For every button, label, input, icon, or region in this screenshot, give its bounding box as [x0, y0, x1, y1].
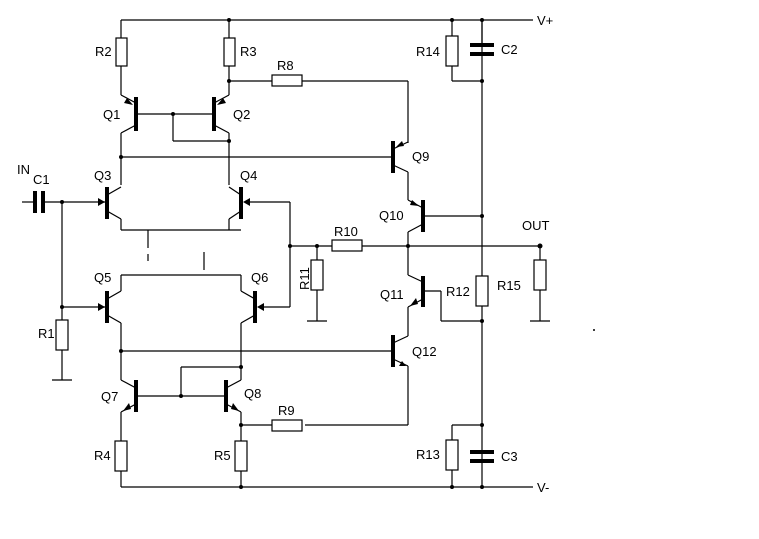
q12-label: Q12: [412, 344, 437, 359]
r5-label: R5: [214, 448, 231, 463]
capacitor-c2: [470, 20, 494, 56]
r8-label: R8: [277, 58, 294, 73]
transistor-q6: [240, 290, 264, 324]
q1-label: Q1: [103, 107, 120, 122]
r10-label: R10: [334, 224, 358, 239]
capacitor-c1: [33, 191, 45, 213]
r1-label: R1: [38, 326, 55, 341]
r11-label: R11: [297, 267, 312, 290]
transistor-q12: [391, 335, 409, 367]
q3-label: Q3: [94, 168, 111, 183]
q10-label: Q10: [379, 208, 404, 223]
r13-label: R13: [416, 447, 440, 462]
c2-label: C2: [501, 42, 518, 57]
q11-label: Q11: [380, 287, 404, 302]
q5-label: Q5: [94, 270, 111, 285]
r9-label: R9: [278, 403, 295, 418]
resistor-r8: [271, 74, 303, 87]
transistor-q11: [407, 274, 425, 308]
resistor-r10: [331, 239, 363, 252]
q8-label: Q8: [244, 386, 261, 401]
resistor-r14: [445, 35, 459, 67]
vplus-label: V+: [537, 13, 553, 28]
transistor-q7: [120, 379, 138, 413]
q9-label: Q9: [412, 149, 429, 164]
transistor-q10: [407, 199, 425, 233]
c1-label: C1: [33, 172, 50, 187]
transistor-q3: [98, 186, 122, 220]
resistor-r4: [114, 440, 128, 472]
resistor-r5: [234, 440, 248, 472]
transistor-q4: [228, 186, 250, 220]
resistor-r9: [271, 419, 303, 432]
transistor-q2: [212, 94, 230, 134]
resistor-r11: [310, 259, 324, 291]
q6-label: Q6: [251, 270, 268, 285]
resistor-r12: [475, 275, 489, 307]
q2-label: Q2: [233, 107, 250, 122]
resistor-r3: [223, 37, 236, 67]
q4-label: Q4: [240, 168, 257, 183]
vminus-label: V-: [537, 480, 549, 495]
resistor-r13: [445, 439, 459, 471]
r3-label: R3: [240, 44, 257, 59]
c3-label: C3: [501, 449, 518, 464]
transistor-q5: [98, 290, 122, 324]
q7-label: Q7: [101, 389, 118, 404]
r12-label: R12: [446, 284, 470, 299]
transistor-q1: [120, 94, 138, 134]
out-label: OUT: [522, 218, 550, 233]
r15-label: R15: [497, 278, 521, 293]
resistor-r1: [55, 319, 69, 351]
r4-label: R4: [94, 448, 111, 463]
r14-label: R14: [416, 44, 440, 59]
resistor-r15: [533, 259, 547, 291]
capacitor-c3: [470, 450, 494, 463]
r2-label: R2: [95, 44, 112, 59]
resistor-r2: [115, 37, 128, 67]
in-label: IN: [17, 162, 30, 177]
transistor-q9: [391, 141, 409, 173]
transistor-q8: [224, 379, 242, 413]
